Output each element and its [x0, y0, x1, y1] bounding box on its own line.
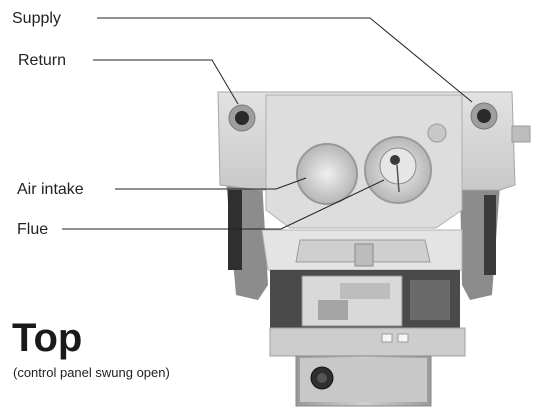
return-fitting-hole	[235, 111, 249, 125]
control-dial-center	[317, 373, 327, 383]
air-intake-leader-line	[115, 177, 307, 190]
flue-center-dot	[390, 155, 400, 165]
flue-probe-line	[396, 164, 400, 193]
lower-plate	[269, 327, 466, 357]
return-leader-line	[93, 59, 239, 105]
flue-leader-line	[62, 179, 385, 230]
supply-fitting-hole	[477, 109, 491, 123]
diagram-subtitle: (control panel swung open)	[13, 365, 170, 380]
air-intake-label: Air intake	[17, 181, 84, 198]
supply-label: Supply	[12, 10, 61, 27]
indicator-left	[381, 333, 393, 343]
diagram-title: Top	[12, 316, 83, 360]
right-side-dark-strip	[484, 195, 496, 275]
left-side-dark-strip	[228, 190, 242, 270]
supply-leader-line	[97, 17, 473, 103]
hinge-slot	[354, 243, 374, 267]
return-label: Return	[18, 52, 67, 69]
lower-side-module	[410, 280, 450, 320]
board-component	[318, 300, 348, 320]
top-inner-panel	[265, 94, 463, 229]
air-intake-opening	[296, 143, 358, 205]
top-knob	[427, 123, 447, 143]
right-pipe-stub	[511, 125, 531, 143]
indicator-right	[397, 333, 409, 343]
board-label	[340, 283, 390, 299]
flue-label: Flue	[17, 221, 49, 238]
